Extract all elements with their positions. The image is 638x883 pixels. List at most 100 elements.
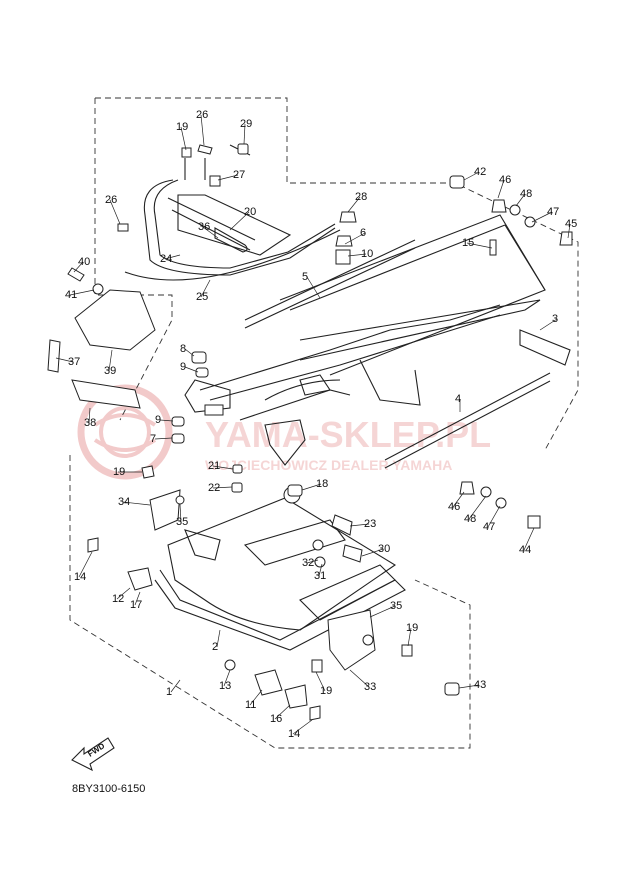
part-label-10: 10 bbox=[361, 248, 373, 260]
part-label-31: 31 bbox=[314, 570, 326, 582]
leader-line-17 bbox=[134, 591, 141, 606]
part-label-11: 11 bbox=[245, 699, 256, 711]
leader-line-9 bbox=[184, 366, 199, 373]
part-label-43: 43 bbox=[474, 679, 486, 691]
leader-line-10 bbox=[347, 253, 367, 257]
leader-line-47 bbox=[487, 505, 501, 528]
leader-line-14 bbox=[292, 719, 313, 735]
part-label-40: 40 bbox=[78, 256, 90, 268]
leader-line-20 bbox=[229, 211, 250, 231]
lower-brackets bbox=[87, 464, 541, 721]
part-label-39: 39 bbox=[104, 365, 116, 377]
part-label-47: 47 bbox=[483, 521, 495, 533]
part-labels: 1234568997101112131414151617181919191920… bbox=[65, 109, 577, 740]
leader-line-15 bbox=[466, 242, 493, 249]
part-label-19: 19 bbox=[113, 466, 125, 478]
part-label-17: 17 bbox=[130, 599, 142, 611]
part-label-44: 44 bbox=[519, 544, 531, 556]
part-label-12: 12 bbox=[112, 593, 124, 605]
leader-line-26 bbox=[200, 114, 205, 146]
leader-line-19 bbox=[407, 627, 412, 647]
part-label-1: 1 bbox=[166, 686, 172, 698]
leader-line-32 bbox=[306, 559, 319, 564]
part-label-19: 19 bbox=[176, 121, 188, 133]
part-label-14: 14 bbox=[74, 571, 86, 583]
leader-line-35 bbox=[179, 503, 182, 523]
part-label-9: 9 bbox=[180, 361, 186, 373]
leader-line-12 bbox=[116, 587, 131, 600]
part-label-38: 38 bbox=[84, 417, 96, 429]
leader-line-47 bbox=[531, 211, 553, 223]
leader-line-28 bbox=[347, 196, 361, 213]
part-label-35: 35 bbox=[390, 600, 402, 612]
upper-group-boundary bbox=[94, 97, 579, 451]
leader-line-2 bbox=[216, 629, 221, 648]
leader-line-19 bbox=[315, 671, 326, 692]
part-label-33: 33 bbox=[364, 681, 376, 693]
leader-line-7 bbox=[154, 437, 173, 440]
part-label-19: 19 bbox=[406, 622, 418, 634]
leader-line-31 bbox=[318, 563, 323, 577]
leader-line-8 bbox=[184, 348, 195, 357]
watermark-main-text: YAMA-SKLEP.PL bbox=[205, 414, 491, 455]
part-label-41: 41 bbox=[65, 289, 77, 301]
leader-line-13 bbox=[223, 669, 231, 687]
leader-line-14 bbox=[78, 551, 93, 578]
part-label-42: 42 bbox=[474, 166, 486, 178]
part-label-20: 20 bbox=[244, 206, 256, 218]
leader-lines bbox=[55, 114, 571, 735]
leader-line-46 bbox=[497, 179, 505, 199]
left-panels bbox=[47, 289, 156, 409]
leader-line-35 bbox=[369, 605, 396, 618]
leader-line-22 bbox=[212, 486, 233, 489]
part-label-19: 19 bbox=[320, 685, 332, 697]
lower-group-boundary bbox=[69, 455, 471, 749]
fwd-label: FWD bbox=[86, 741, 106, 759]
part-label-9: 9 bbox=[155, 414, 161, 426]
part-label-4: 4 bbox=[455, 393, 461, 405]
leader-line-3 bbox=[539, 318, 558, 331]
part-label-18: 18 bbox=[316, 478, 328, 490]
leader-line-25 bbox=[200, 279, 211, 298]
leader-line-9 bbox=[159, 419, 174, 422]
part-label-2: 2 bbox=[212, 641, 218, 653]
part-label-26: 26 bbox=[196, 109, 208, 121]
small-parts-upper bbox=[67, 143, 573, 295]
leader-line-30 bbox=[361, 548, 384, 557]
leader-line-44 bbox=[523, 527, 535, 551]
part-label-28: 28 bbox=[355, 191, 367, 203]
part-label-6: 6 bbox=[360, 227, 366, 239]
part-label-36: 36 bbox=[198, 221, 210, 233]
leader-line-16 bbox=[274, 704, 291, 720]
part-label-25: 25 bbox=[196, 291, 208, 303]
part-label-16: 16 bbox=[270, 713, 282, 725]
leader-line-18 bbox=[301, 483, 322, 491]
part-label-46: 46 bbox=[448, 501, 460, 513]
part-label-48: 48 bbox=[520, 188, 532, 200]
leader-line-26 bbox=[109, 199, 121, 225]
part-label-7: 7 bbox=[150, 433, 156, 445]
leader-line-24 bbox=[164, 254, 181, 260]
part-label-24: 24 bbox=[160, 253, 172, 265]
leader-line-37 bbox=[55, 357, 74, 363]
watermark-sub-text: WOJCIECHOWICZ DEALER YAMAHA bbox=[205, 457, 452, 473]
part-label-21: 21 bbox=[208, 460, 220, 472]
part-label-46: 46 bbox=[499, 174, 511, 186]
center-linkage bbox=[171, 351, 331, 466]
handle-bar-assembly bbox=[124, 144, 341, 281]
part-label-22: 22 bbox=[208, 482, 220, 494]
leader-line-48 bbox=[515, 193, 526, 207]
leader-line-27 bbox=[217, 174, 239, 181]
part-label-26: 26 bbox=[105, 194, 117, 206]
leader-line-29 bbox=[243, 123, 246, 145]
part-label-23: 23 bbox=[364, 518, 376, 530]
part-label-29: 29 bbox=[240, 118, 252, 130]
leader-line-5 bbox=[306, 276, 321, 299]
leader-line-34 bbox=[122, 501, 151, 506]
fwd-arrow-icon: FWD bbox=[71, 737, 115, 772]
leader-line-39 bbox=[108, 349, 113, 372]
part-label-35: 35 bbox=[176, 516, 188, 528]
part-label-34: 34 bbox=[118, 496, 130, 508]
leader-line-38 bbox=[88, 407, 91, 424]
